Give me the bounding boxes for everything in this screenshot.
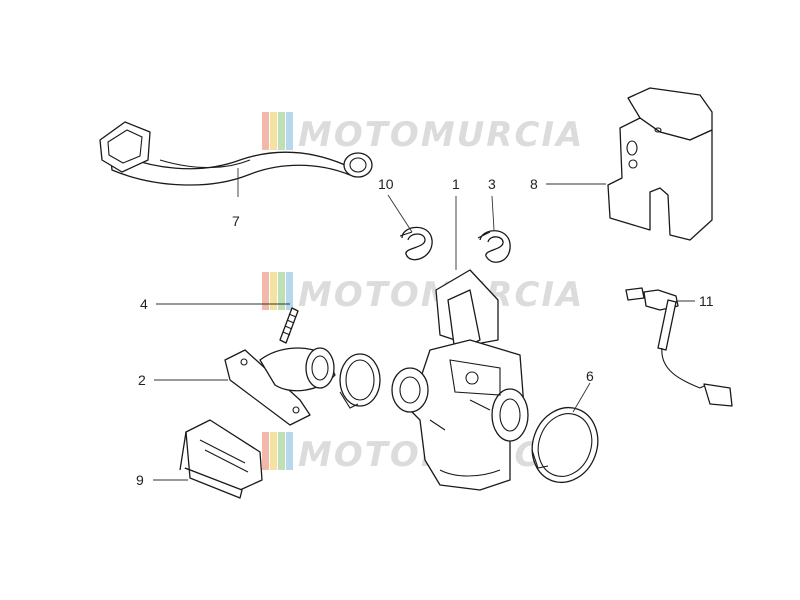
watermark-middle: MOTOMURCIA [262, 272, 582, 315]
callout-9: 9 [136, 472, 144, 488]
watermark-text: MOTOMURCIA [298, 115, 584, 155]
part-9-reed-valve [179, 419, 263, 499]
leader-10 [387, 194, 413, 233]
callout-2: 2 [138, 372, 146, 388]
part-3-clamp [477, 230, 511, 263]
part-7-intake-hose [99, 121, 373, 186]
part-11-sensor [625, 287, 733, 407]
part-6-clamp [531, 407, 599, 483]
leader-3 [491, 195, 495, 231]
leader-6 [572, 382, 591, 413]
watermark-top: MOTOMURCIA [262, 112, 584, 155]
callout-4: 4 [140, 296, 148, 312]
callout-1: 1 [452, 176, 460, 192]
part-2-manifold [224, 347, 336, 426]
callout-10: 10 [378, 176, 394, 192]
leader-lines [153, 168, 695, 481]
callout-6: 6 [586, 368, 594, 384]
part-4-stud [279, 307, 299, 344]
callout-11: 11 [699, 293, 714, 309]
part-1-carburetor [391, 269, 529, 491]
callout-7: 7 [232, 213, 240, 229]
callout-3: 3 [488, 176, 496, 192]
part-10-clamp [399, 226, 433, 261]
callout-8: 8 [530, 176, 538, 192]
manifold-clamp [339, 353, 381, 409]
part-8-cover [607, 87, 713, 241]
